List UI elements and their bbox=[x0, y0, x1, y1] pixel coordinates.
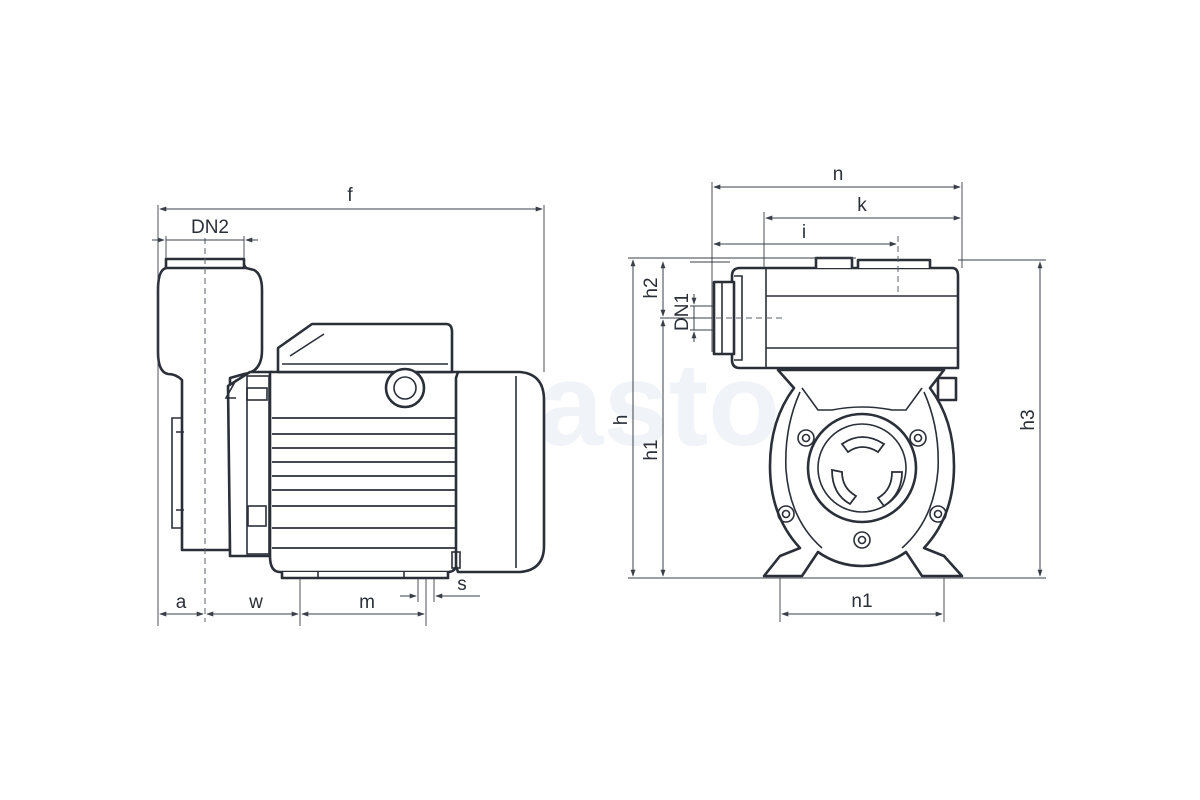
front-top-cap bbox=[814, 256, 854, 268]
dim-label-h1: h1 bbox=[641, 439, 662, 460]
motor-body bbox=[268, 370, 460, 574]
dim-label-f: f bbox=[347, 185, 353, 206]
impeller-vanes bbox=[831, 436, 903, 508]
motor-base bbox=[280, 572, 450, 580]
dim-label-m: m bbox=[359, 592, 375, 613]
cable-gland bbox=[384, 367, 426, 409]
cooling-fins bbox=[272, 417, 456, 549]
dim-label-i: i bbox=[802, 222, 806, 243]
dim-label-s: s bbox=[457, 574, 467, 595]
volute-bolts bbox=[777, 429, 947, 549]
dim-label-h2: h2 bbox=[641, 277, 662, 298]
dim-label-a: a bbox=[176, 592, 187, 613]
side-view: f DN2 a w m s bbox=[152, 185, 546, 626]
front-view: n k i h2 DN1 h h1 h3 bbox=[611, 164, 1046, 622]
dim-label-dn2: DN2 bbox=[191, 217, 229, 238]
dim-label-h: h bbox=[611, 415, 632, 426]
dim-label-n1: n1 bbox=[851, 591, 872, 612]
dim-label-w: w bbox=[248, 592, 263, 613]
dim-label-dn1: DN1 bbox=[672, 293, 693, 331]
fan-cover bbox=[454, 370, 546, 574]
dim-label-k: k bbox=[857, 195, 867, 216]
dim-label-n: n bbox=[833, 164, 844, 185]
dim-label-h3: h3 bbox=[1018, 409, 1039, 430]
drain-plug bbox=[936, 376, 958, 402]
front-motor-block bbox=[730, 266, 960, 370]
impeller-eye-outer bbox=[806, 412, 918, 524]
